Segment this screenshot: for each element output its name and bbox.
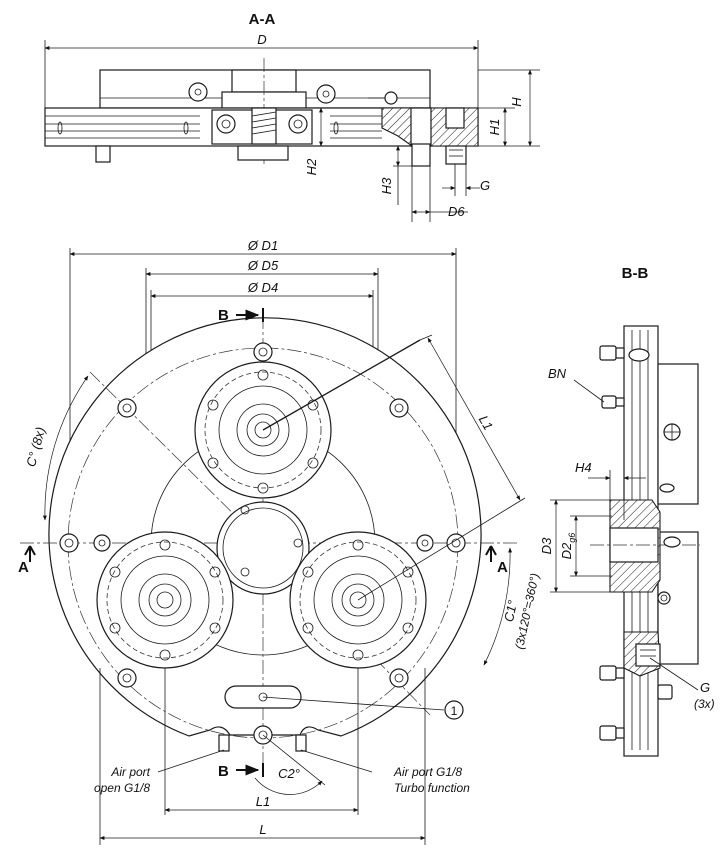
dim-d2-tolerance: g6 xyxy=(567,533,577,543)
section-marker-a-right: A xyxy=(497,559,508,576)
dim-l1-diag-label: L1 xyxy=(476,413,496,433)
dim-c2-label: C2° xyxy=(278,766,300,781)
outer-bolt-holes xyxy=(59,342,466,745)
dim-d3-label: D3 xyxy=(539,537,554,554)
chuck-top xyxy=(194,339,421,499)
dim-bn-label: BN xyxy=(548,366,567,381)
section-marker-a-left: A xyxy=(18,559,29,576)
dim-g-3x-note: (3x) xyxy=(694,697,715,711)
air-port-open-line1: Air port xyxy=(110,765,150,779)
item-1-callout-circle xyxy=(444,700,464,720)
dim-d4-label: Ø D4 xyxy=(247,280,278,295)
dim-l1-bottom-label: L1 xyxy=(256,794,270,809)
item-1-callout-label: 1 xyxy=(451,704,458,718)
dim-d5-label: Ø D5 xyxy=(247,258,279,273)
section-b-b-title: B-B xyxy=(622,265,649,282)
section-a-a-view: A-A D xyxy=(44,11,540,222)
air-port-turbo-line2: Turbo function xyxy=(394,781,470,795)
dim-h3-label: H3 xyxy=(379,177,394,194)
dim-d6-label: D6 xyxy=(448,204,465,219)
front-view: Ø D1 Ø D5 Ø D4 xyxy=(18,238,542,845)
dim-h1-label: H1 xyxy=(487,119,502,136)
dim-d2-label: D2 xyxy=(559,542,574,559)
section-marker-b-bottom: B xyxy=(218,763,229,780)
dim-c1-label: C1° xyxy=(501,599,520,623)
dim-h2-label: H2 xyxy=(304,158,319,175)
dim-g-label: G xyxy=(480,178,490,193)
section-b-b-view: B-B B xyxy=(539,265,715,757)
air-port-turbo-line1: Air port G1/8 xyxy=(393,765,462,779)
dim-h-label: H xyxy=(509,97,524,107)
dim-d1-label: Ø D1 xyxy=(247,238,278,253)
dim-c-8x-label: C° (8x) xyxy=(23,425,48,468)
dim-g-3x-label: G xyxy=(700,680,710,695)
air-port-open-line2: open G1/8 xyxy=(94,781,150,795)
section-a-a-title: A-A xyxy=(249,11,276,28)
dim-d-label: D xyxy=(257,32,266,47)
svg-text:D2g6: D2g6 xyxy=(559,533,577,560)
section-marker-b-top: B xyxy=(218,307,229,324)
dim-h4-label: H4 xyxy=(575,460,592,475)
chuck-left xyxy=(96,531,234,669)
dim-l-label: L xyxy=(259,822,266,837)
